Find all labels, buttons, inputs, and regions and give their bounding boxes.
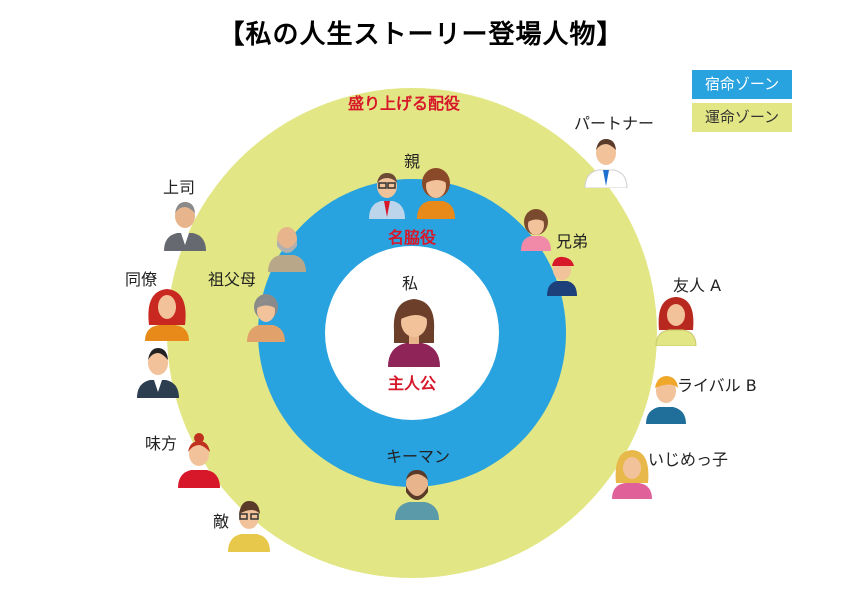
avatar-mother-icon bbox=[417, 168, 455, 219]
avatar-sister-icon bbox=[521, 209, 551, 251]
legend-destiny-zone: 運命ゾーン bbox=[692, 103, 792, 132]
label-bully: いじめっ子 bbox=[648, 450, 729, 469]
avatar-boss-icon bbox=[164, 202, 206, 251]
avatar-keyman-icon bbox=[395, 470, 439, 520]
label-partner: パートナー bbox=[574, 114, 655, 133]
avatar-father-icon bbox=[369, 173, 405, 219]
avatar-colleague-man-icon bbox=[137, 348, 179, 398]
avatar-partner-icon bbox=[584, 139, 628, 188]
label-parents: 親 bbox=[404, 152, 421, 171]
label-enemy: 敵 bbox=[213, 512, 230, 531]
label-me: 私 bbox=[402, 274, 419, 293]
label-keyman: キーマン bbox=[386, 447, 451, 466]
avatar-grandmother-icon bbox=[247, 294, 285, 342]
legend-fate-zone: 宿命ゾーン bbox=[692, 70, 792, 99]
avatar-bully-icon bbox=[612, 450, 652, 499]
label-ally: 味方 bbox=[145, 434, 178, 453]
label-grandparents: 祖父母 bbox=[208, 270, 257, 289]
label-friend-a: 友人 A bbox=[673, 276, 722, 295]
label-siblings: 兄弟 bbox=[556, 232, 589, 251]
avatar-rival-b-icon bbox=[646, 376, 686, 424]
avatar-brother-icon bbox=[547, 256, 577, 296]
label-colleague: 同僚 bbox=[125, 270, 158, 289]
center-zone-label: 主人公 bbox=[388, 374, 437, 393]
avatar-me-icon bbox=[388, 299, 440, 367]
avatar-friend-a-icon bbox=[655, 297, 697, 346]
avatar-ally-icon bbox=[178, 433, 220, 488]
outer-zone-label: 盛り上げる配役 bbox=[348, 94, 461, 113]
page-title: 【私の人生ストーリー登場人物】 bbox=[218, 20, 624, 50]
avatar-enemy-icon bbox=[228, 501, 270, 552]
label-boss: 上司 bbox=[163, 178, 196, 197]
avatar-colleague-woman-icon bbox=[145, 289, 189, 341]
avatar-grandfather-icon bbox=[268, 227, 306, 272]
label-rival-b: ライバル B bbox=[677, 376, 757, 395]
inner-zone-label: 名脇役 bbox=[388, 228, 437, 247]
